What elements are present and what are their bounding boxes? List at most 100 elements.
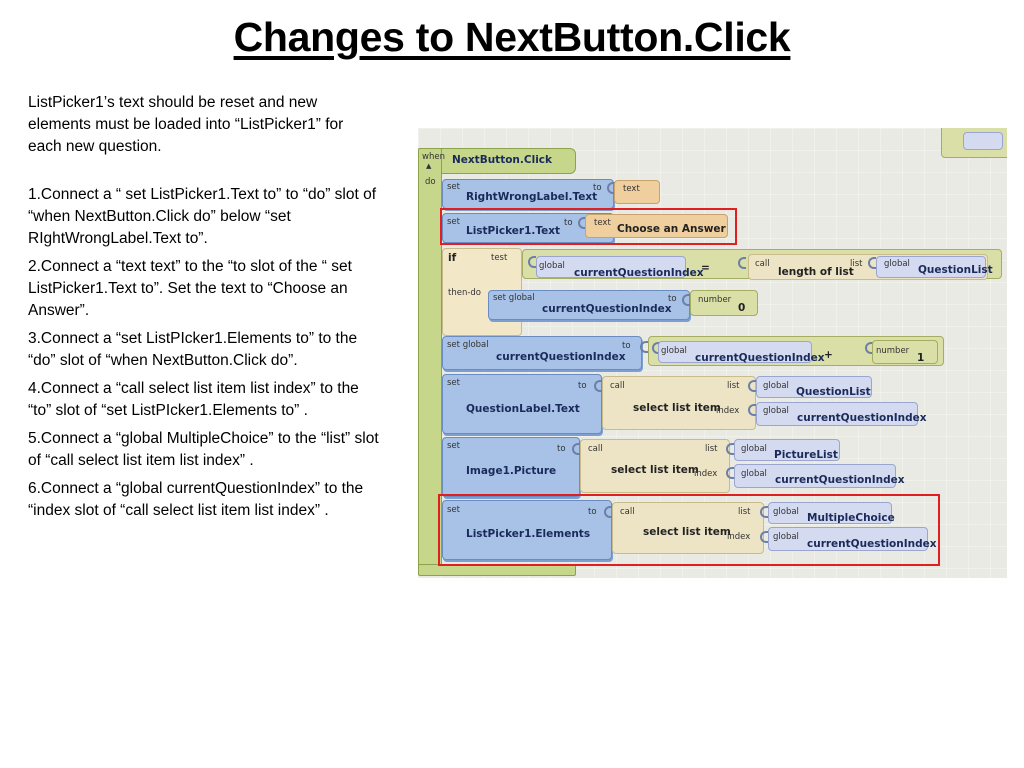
select-list-item-block[interactable] (580, 439, 730, 493)
global-picturelist-getter[interactable] (734, 439, 840, 461)
socket-icon (760, 531, 768, 543)
global-cqi-getter[interactable] (658, 341, 812, 363)
list-label: list (738, 507, 751, 517)
global-label: global (741, 444, 767, 454)
global-cqi-getter[interactable] (734, 464, 896, 488)
global-cqi-getter[interactable] (756, 402, 918, 426)
number-label: number (698, 295, 732, 305)
step-4: 4.Connect a “call select list item list … (28, 380, 359, 419)
choose-answer-value: Choose an Answer (617, 223, 726, 235)
global-label: global (741, 469, 767, 479)
highlight-set-listpicker-elements (438, 494, 940, 566)
global-questionlist-getter[interactable] (876, 256, 986, 278)
socket-icon (726, 443, 734, 455)
list-label: list (705, 444, 718, 454)
global-label: global (539, 261, 565, 271)
image-picture-property: Image1.Picture (466, 465, 557, 477)
global-cqi-getter[interactable] (768, 527, 928, 551)
socket-icon (607, 182, 615, 194)
step-5: 5.Connect a “global MultipleChoice” to t… (28, 430, 379, 469)
set-global-label: set global (493, 293, 535, 303)
listpicker-elements-property: ListPicker1.Elements (466, 528, 591, 540)
event-block[interactable] (418, 148, 576, 174)
cqi-name: currentQuestionIndex (797, 412, 927, 424)
global-label: global (763, 381, 789, 391)
select-list-item-block[interactable] (602, 376, 756, 430)
to-label: to (564, 218, 573, 228)
text-block[interactable] (614, 180, 660, 204)
number-label: number (876, 346, 910, 356)
global-cqi-getter[interactable] (536, 256, 686, 278)
set-questionlabel-block[interactable] (442, 374, 602, 434)
set-image-picture-block[interactable] (442, 437, 580, 497)
step-6: 6.Connect a “global currentQuestionIndex… (28, 480, 364, 519)
index-label: index (694, 469, 718, 479)
listpicker-text-property: ListPicker1.Text (466, 225, 561, 237)
cqi-name: currentQuestionIndex (807, 538, 937, 550)
global-multiplechoice-getter[interactable] (768, 502, 892, 524)
to-label: to (622, 341, 631, 351)
socket-icon (528, 256, 536, 268)
socket-icon (682, 294, 690, 306)
socket-icon (726, 467, 734, 479)
plus-sign: + (824, 349, 833, 361)
slide-title: Changes to NextButton.Click (233, 14, 791, 60)
global-questionlist-getter[interactable] (756, 376, 872, 398)
global-label: global (661, 346, 687, 356)
questionlabel-text: QuestionLabel.Text (466, 403, 580, 415)
collapse-arrow-icon[interactable]: ▲ (426, 162, 432, 170)
set-label: set (447, 378, 460, 388)
call-label: call (610, 381, 625, 391)
set-global-cqi-increment-block[interactable] (442, 336, 642, 370)
index-label: index (727, 532, 751, 542)
global-label: global (773, 507, 799, 517)
multiplechoice-name: MultipleChoice (807, 512, 895, 524)
event-name: NextButton.Click (452, 154, 553, 166)
select-list-item-label: select list item (633, 402, 721, 414)
if-label: if (448, 252, 457, 264)
questionlist-name: QuestionList (918, 264, 993, 276)
socket-icon (738, 257, 746, 269)
blocks-editor-screenshot: when ▲ NextButton.Click do set RightWron… (418, 128, 1007, 578)
call-label: call (620, 507, 635, 517)
socket-icon (748, 380, 756, 392)
set-label: set (447, 182, 460, 192)
intro-text: ListPicker1’s text should be reset and n… (28, 94, 344, 155)
to-label: to (578, 381, 587, 391)
select-list-item-label: select list item (643, 526, 731, 538)
number-one-block[interactable] (872, 340, 938, 364)
do-label: do (425, 177, 436, 187)
text-label: text (623, 184, 640, 194)
number-zero: 0 (738, 302, 746, 314)
list-label: list (727, 381, 740, 391)
socket-icon (865, 342, 873, 354)
call-label: call (588, 444, 603, 454)
questionlist-name: QuestionList (796, 386, 871, 398)
socket-icon (640, 341, 648, 353)
global-label: global (773, 532, 799, 542)
to-label: to (668, 294, 677, 304)
cqi-name: currentQuestionIndex (695, 352, 825, 364)
select-list-item-label: select list item (611, 464, 699, 476)
socket-icon (868, 257, 876, 269)
choose-answer-text-block[interactable] (585, 214, 728, 238)
cqi-name: currentQuestionIndex (542, 303, 672, 315)
to-label: to (593, 183, 602, 193)
step-1: 1.Connect a “ set ListPicker1.Text to” t… (28, 186, 377, 247)
to-label: to (557, 444, 566, 454)
cqi-name: currentQuestionIndex (775, 474, 905, 486)
set-listpicker-elements-block[interactable] (442, 500, 612, 560)
offscreen-block-slot (963, 132, 1003, 150)
socket-icon (578, 217, 586, 229)
instructions: ListPicker1’s text should be reset and n… (28, 92, 380, 528)
set-global-cqi-zero-block[interactable] (488, 290, 690, 320)
select-list-item-block[interactable] (612, 502, 764, 554)
call-label: call (755, 259, 770, 269)
number-zero-block[interactable] (690, 290, 758, 316)
then-do-label: then-do (448, 288, 481, 298)
set-label: set (447, 441, 460, 451)
socket-icon (604, 506, 612, 518)
global-label: global (884, 259, 910, 269)
picturelist-name: PictureList (774, 449, 838, 461)
set-rightwronglabel-block[interactable] (442, 179, 614, 209)
